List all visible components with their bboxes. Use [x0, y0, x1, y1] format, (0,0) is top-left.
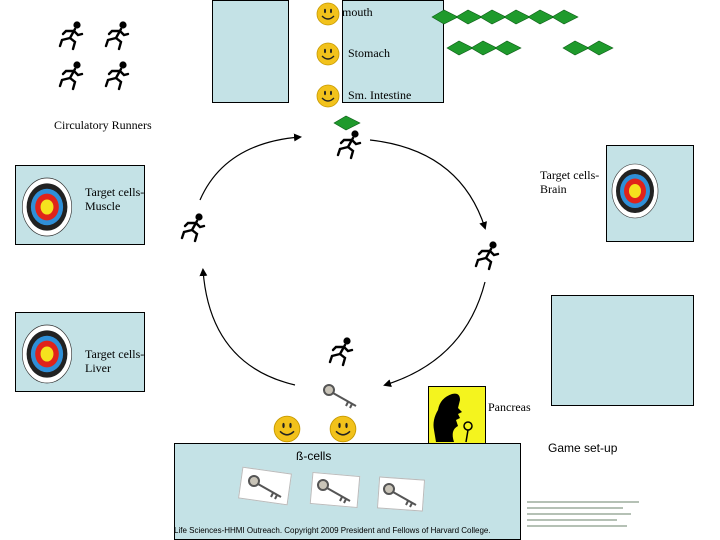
digestive-box	[342, 0, 444, 103]
stomach-label: Stomach	[348, 46, 390, 60]
target-icon	[21, 324, 73, 384]
copyright-text: Life Sciences-HHMI Outreach. Copyright 2…	[174, 526, 491, 535]
smiley-icon	[273, 415, 301, 443]
top-left-box	[212, 0, 289, 103]
credits-block	[527, 501, 639, 527]
runner-icon	[104, 21, 130, 51]
key-icon	[383, 483, 417, 508]
smiley-icon	[316, 2, 340, 26]
small-intestine-label: Sm. Intestine	[348, 88, 412, 102]
mouth-label: mouth	[342, 5, 373, 19]
key-icon	[317, 479, 351, 504]
key-icon	[248, 475, 282, 500]
pancreas-label: Pancreas	[488, 400, 531, 414]
runner-icon	[58, 61, 84, 91]
runner-icon	[328, 337, 354, 367]
leaf-icon	[333, 115, 361, 131]
brain-target-label: Target cells-Brain	[540, 168, 600, 196]
runner-icon	[58, 21, 84, 51]
key-icon	[323, 384, 357, 409]
target-icon	[21, 177, 73, 237]
smiley-icon	[316, 42, 340, 66]
runner-icon	[180, 213, 206, 243]
leaf-icon	[431, 9, 579, 25]
right-middle-box	[551, 295, 694, 406]
game-setup-label: Game set-up	[548, 441, 618, 455]
smiley-icon	[316, 84, 340, 108]
runner-icon	[336, 130, 362, 160]
target-icon	[611, 163, 659, 219]
smiley-icon	[329, 415, 357, 443]
runners-label: Circulatory Runners	[54, 118, 152, 132]
muscle-target-label: Target cells-Muscle	[85, 185, 145, 213]
leaf-icon	[446, 40, 522, 56]
runner-icon	[474, 241, 500, 271]
liver-target-label: Target cells-Liver	[85, 347, 145, 375]
leaf-icon	[562, 40, 614, 56]
beta-cells-label: ß-cells	[296, 449, 332, 463]
silhouette-icon	[433, 393, 473, 443]
runner-icon	[104, 61, 130, 91]
